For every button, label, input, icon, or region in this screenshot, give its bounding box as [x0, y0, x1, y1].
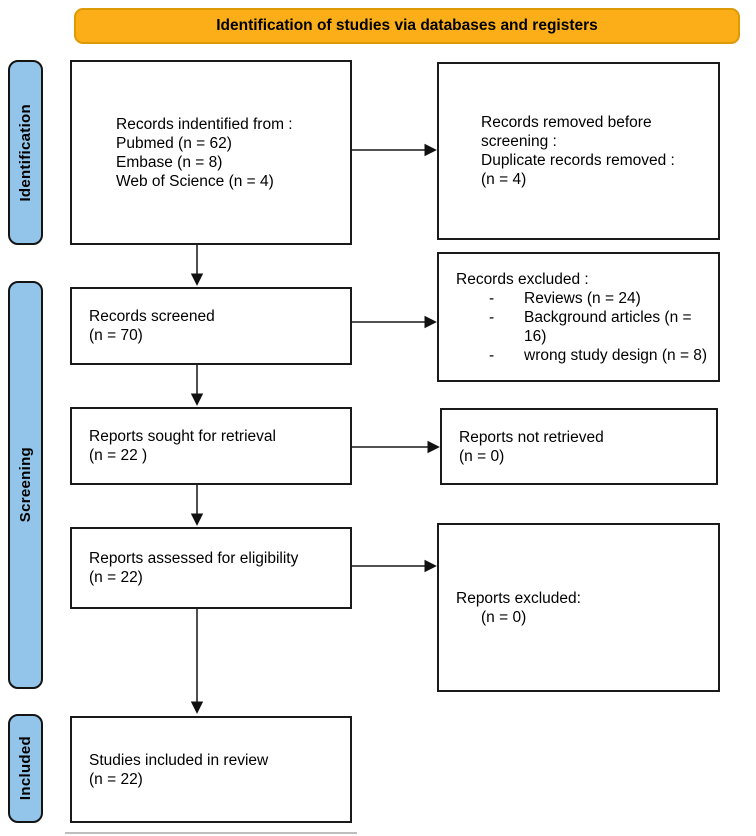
box-records-removed: Records removed before screening : Dupli… [437, 62, 720, 240]
reports-sought-line: Reports sought for retrieval [89, 428, 276, 445]
box-reports-excluded: Reports excluded: (n = 0) [437, 523, 720, 692]
stage-included-label: Included [17, 736, 34, 801]
studies-included-line: Studies included in review [89, 751, 269, 769]
records-excluded-item: - wrong study design (n = 8) [489, 346, 712, 365]
records-excluded-item-text: wrong study design (n = 8) [524, 346, 708, 364]
box-studies-included: Studies included in review (n = 22) [70, 716, 352, 823]
box-records-screened: Records screened (n = 70) [70, 287, 352, 365]
stage-included: Included [8, 714, 43, 823]
records-removed-line: (n = 4) [481, 171, 527, 188]
stage-screening-label: Screening [17, 447, 34, 523]
records-excluded-item: - Background articles (n = 16) [489, 308, 712, 346]
records-identified-line: Pubmed (n = 62) [116, 134, 232, 152]
reports-excluded-line: (n = 0) [481, 608, 527, 626]
records-screened-line: Records screened [89, 308, 215, 325]
records-excluded-item-text: Background articles (n = 16) [524, 308, 692, 345]
records-removed-line: Records removed before [481, 114, 652, 131]
records-excluded-item: - Reviews (n = 24) [489, 289, 712, 308]
stage-identification-label: Identification [17, 103, 34, 202]
stage-screening: Screening [8, 281, 43, 689]
cropped-box-edge [65, 832, 357, 834]
box-records-excluded: Records excluded : - Reviews (n = 24) - … [437, 252, 720, 382]
records-removed-line: Duplicate records removed : [481, 152, 675, 169]
records-identified-line: Embase (n = 8) [116, 153, 223, 171]
records-removed-line: screening : [481, 133, 557, 150]
box-reports-sought: Reports sought for retrieval (n = 22 ) [70, 407, 352, 485]
banner-title: Identification of studies via databases … [216, 17, 598, 34]
reports-assessed-line: (n = 22) [89, 569, 143, 586]
bullet-dash: - [489, 308, 495, 326]
reports-not-retrieved-line: (n = 0) [459, 447, 505, 465]
bullet-dash: - [489, 289, 495, 307]
records-screened-line: (n = 70) [89, 327, 143, 344]
box-reports-assessed: Reports assessed for eligibility (n = 22… [70, 527, 352, 609]
bullet-dash: - [489, 346, 495, 364]
box-reports-not-retrieved: Reports not retrieved (n = 0) [440, 408, 718, 485]
reports-assessed-line: Reports assessed for eligibility [89, 550, 299, 567]
reports-not-retrieved-line: Reports not retrieved [459, 428, 604, 446]
banner: Identification of studies via databases … [74, 8, 740, 44]
reports-sought-line: (n = 22 ) [89, 447, 148, 464]
box-records-identified: Records indentified from : Pubmed (n = 6… [70, 60, 352, 245]
stage-identification: Identification [8, 60, 43, 245]
records-excluded-title: Records excluded : [456, 270, 589, 288]
records-identified-line: Web of Science (n = 4) [116, 172, 274, 190]
reports-excluded-line: Reports excluded: [456, 589, 581, 607]
records-excluded-item-text: Reviews (n = 24) [524, 289, 641, 307]
records-identified-line: Records indentified from : [116, 115, 293, 133]
studies-included-line: (n = 22) [89, 770, 143, 788]
